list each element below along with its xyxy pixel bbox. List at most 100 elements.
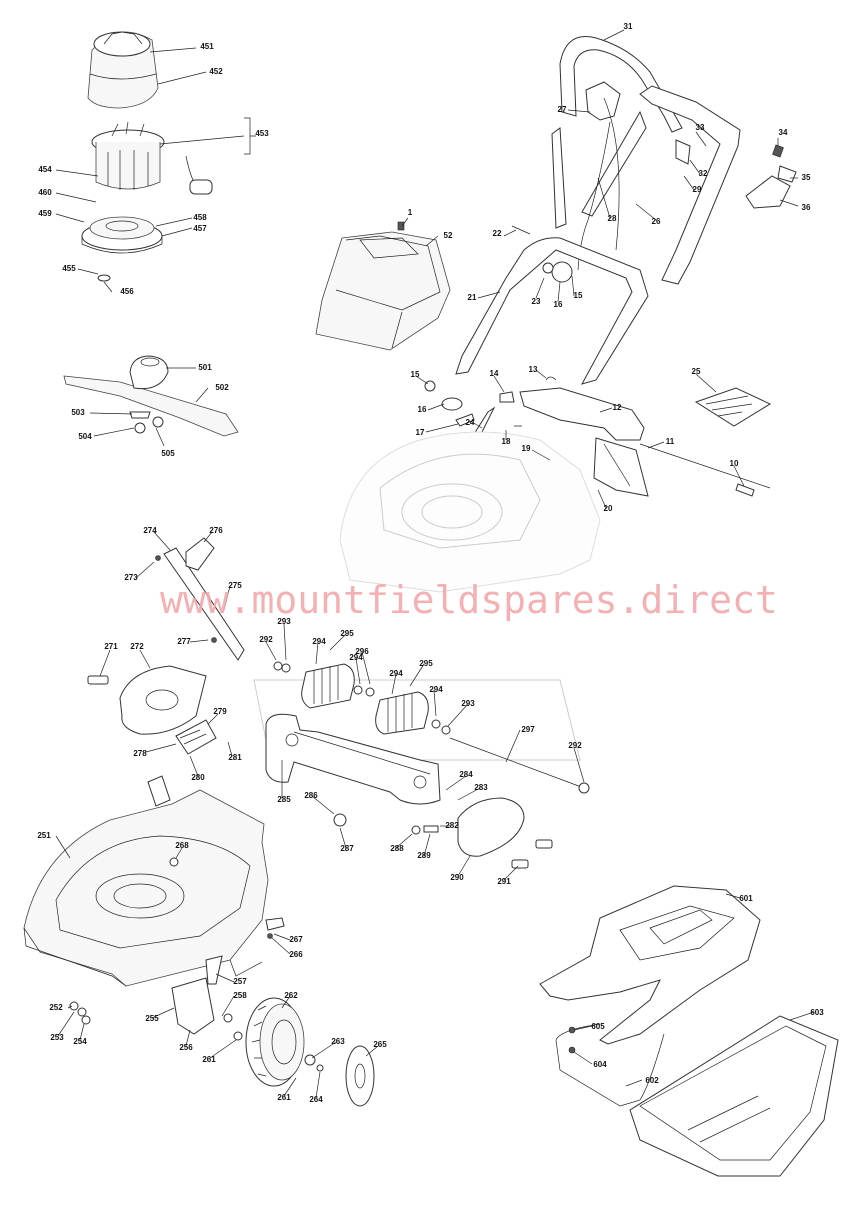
- callout-453: 453: [255, 129, 269, 138]
- motor-assembly: [91, 121, 213, 195]
- callout-16-lower: 16: [417, 405, 427, 414]
- callout-28: 28: [607, 214, 617, 223]
- blade: [63, 355, 239, 437]
- callout-294-b: 294: [349, 653, 363, 662]
- leader-lines: [55, 29, 815, 1099]
- callout-459: 459: [38, 209, 52, 218]
- callout-36: 36: [801, 203, 811, 212]
- callout-33: 33: [695, 123, 705, 132]
- callout-251: 251: [37, 831, 51, 840]
- callout-32: 32: [698, 169, 708, 178]
- callout-257: 257: [233, 977, 247, 986]
- grassbox-frame: [539, 885, 761, 1045]
- callout-26: 26: [651, 217, 661, 226]
- callout-20: 20: [603, 504, 613, 513]
- callout-504: 504: [78, 432, 92, 441]
- callout-264: 264: [309, 1095, 323, 1104]
- wheel-group: [69, 955, 375, 1107]
- callout-19: 19: [521, 444, 531, 453]
- callout-601: 601: [739, 894, 753, 903]
- callout-255: 255: [145, 1014, 159, 1023]
- callout-268: 268: [175, 841, 189, 850]
- cable-clip-group: [745, 144, 797, 209]
- callout-1: 1: [407, 208, 413, 217]
- callout-15-lower: 15: [410, 370, 420, 379]
- callout-457: 457: [193, 224, 207, 233]
- callout-17: 17: [415, 428, 425, 437]
- callout-27: 27: [557, 105, 567, 114]
- callout-16-upper: 16: [553, 300, 563, 309]
- callout-294-a: 294: [312, 637, 326, 646]
- callout-292-left: 292: [259, 635, 273, 644]
- callout-23: 23: [531, 297, 541, 306]
- callout-277: 277: [177, 637, 191, 646]
- grassbox-bag: [629, 1015, 839, 1177]
- callout-288: 288: [390, 844, 404, 853]
- callout-287: 287: [340, 844, 354, 853]
- callout-460: 460: [38, 188, 52, 197]
- handle-assembly: [455, 36, 741, 385]
- callout-454: 454: [38, 165, 52, 174]
- callout-21: 21: [467, 293, 477, 302]
- callout-256: 256: [179, 1043, 193, 1052]
- callout-451: 451: [200, 42, 214, 51]
- callout-265: 265: [373, 1040, 387, 1049]
- callout-285: 285: [277, 795, 291, 804]
- callout-13: 13: [528, 365, 538, 374]
- callout-252: 252: [49, 1003, 63, 1012]
- callout-253: 253: [50, 1033, 64, 1042]
- callout-52: 52: [443, 231, 453, 240]
- callout-294-d: 294: [429, 685, 443, 694]
- callout-295-b: 295: [419, 659, 433, 668]
- callout-284: 284: [459, 770, 473, 779]
- callout-18: 18: [501, 437, 511, 446]
- motor-cover: [87, 31, 159, 109]
- callout-297: 297: [521, 725, 535, 734]
- callout-35: 35: [801, 173, 811, 182]
- callout-267: 267: [289, 935, 303, 944]
- screw-604: [568, 1046, 576, 1054]
- callout-10: 10: [729, 459, 739, 468]
- callout-605: 605: [591, 1022, 605, 1031]
- callout-283: 283: [474, 783, 488, 792]
- callout-503: 503: [71, 408, 85, 417]
- callout-34: 34: [778, 128, 788, 137]
- callout-456: 456: [120, 287, 134, 296]
- callout-501: 501: [198, 363, 212, 372]
- callout-261-b: 261: [277, 1093, 291, 1102]
- callout-14: 14: [489, 369, 499, 378]
- deck: [23, 775, 269, 987]
- callout-294-c: 294: [389, 669, 403, 678]
- callout-11: 11: [665, 437, 675, 446]
- height-lever: [155, 537, 245, 661]
- callout-263: 263: [331, 1037, 345, 1046]
- callout-505: 505: [161, 449, 175, 458]
- callout-279: 279: [213, 707, 227, 716]
- callout-293-right: 293: [461, 699, 475, 708]
- callout-452: 452: [209, 67, 223, 76]
- callout-282: 282: [445, 821, 459, 830]
- callout-266: 266: [289, 950, 303, 959]
- callout-291: 291: [497, 877, 511, 886]
- callout-15-upper: 15: [573, 291, 583, 300]
- watermark: www.mountfieldspares.direct: [160, 578, 778, 622]
- switch-box: [424, 376, 772, 497]
- clip-267: [265, 917, 285, 939]
- callout-272: 272: [130, 642, 144, 651]
- callout-604: 604: [593, 1060, 607, 1069]
- callout-273: 273: [124, 573, 138, 582]
- callout-274: 274: [143, 526, 157, 535]
- callout-290: 290: [450, 873, 464, 882]
- callout-281: 281: [228, 753, 242, 762]
- roller-assembly: [87, 661, 590, 869]
- callout-292-right: 292: [568, 741, 582, 750]
- fan-housing: [81, 216, 163, 282]
- callout-280: 280: [191, 773, 205, 782]
- bracket-453: [244, 117, 256, 155]
- callout-258: 258: [233, 991, 247, 1000]
- callout-24: 24: [465, 418, 475, 427]
- callout-254: 254: [73, 1037, 87, 1046]
- callout-261-a: 261: [202, 1055, 216, 1064]
